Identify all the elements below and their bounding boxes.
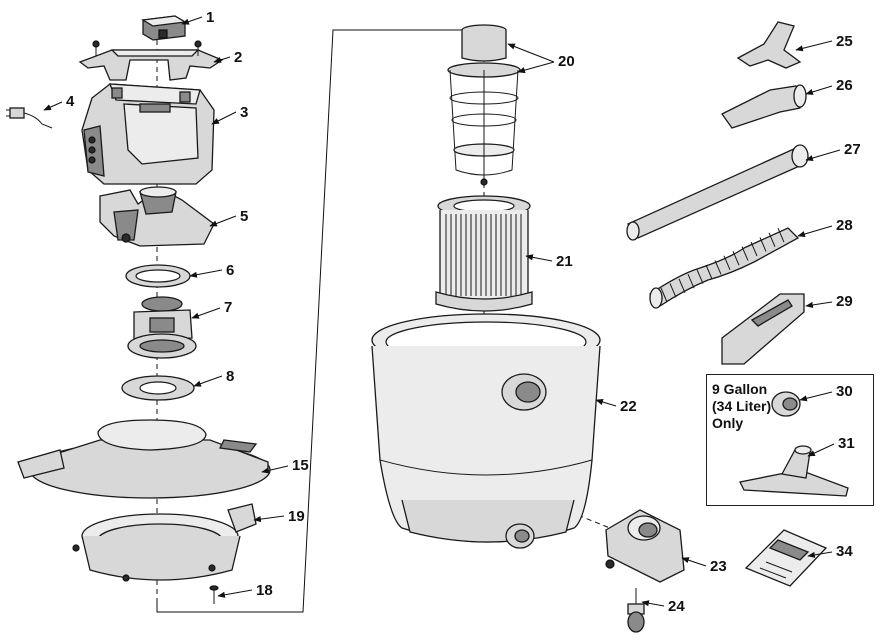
callout-label-5: 5 — [240, 208, 248, 225]
part-15-lid — [17, 419, 271, 499]
note-line-2: (34 Liter) — [712, 398, 772, 414]
callout-label-19: 19 — [288, 508, 305, 525]
part-19-filter-frame — [72, 503, 257, 582]
callout-label-2: 2 — [234, 49, 242, 66]
nine-gallon-only-box: 9 Gallon (34 Liter) Only — [706, 374, 874, 506]
part-5-motor-cover — [99, 186, 215, 247]
part-34-manual — [744, 529, 828, 587]
part-29-utility-nozzle — [721, 293, 805, 365]
part-3-motor-housing — [81, 83, 215, 185]
hose-rib — [777, 228, 785, 243]
hose-rib — [669, 283, 677, 298]
hose-rib — [732, 251, 740, 266]
filter-pleats — [445, 214, 522, 296]
callout-label-34: 34 — [836, 543, 853, 560]
part-20-float-cage — [447, 24, 521, 186]
callout-leader-5 — [209, 215, 237, 227]
callout-leader-30 — [799, 391, 833, 402]
callout-label-22: 22 — [620, 398, 637, 415]
part-31-floor-nozzle — [739, 445, 849, 497]
callout-leader-6 — [189, 269, 223, 278]
part-1-switch — [141, 15, 187, 41]
callout-leader-20b — [517, 61, 555, 74]
callout-leader-7 — [191, 307, 221, 319]
callout-leader-4 — [43, 101, 63, 111]
callout-label-20: 20 — [558, 53, 575, 70]
note-line-1: 9 Gallon — [712, 381, 768, 397]
callout-label-21: 21 — [556, 253, 573, 270]
callout-label-24: 24 — [668, 598, 685, 615]
callout-leader-28 — [797, 225, 833, 237]
hose-rib — [768, 232, 776, 247]
part-4-power-cord — [6, 107, 53, 129]
callout-label-6: 6 — [226, 262, 234, 279]
callout-label-26: 26 — [836, 77, 853, 94]
part-7-motor — [127, 296, 197, 359]
part-18-screw — [209, 585, 219, 604]
hose-rib — [687, 274, 695, 289]
callout-label-29: 29 — [836, 293, 853, 310]
hose-rib — [741, 246, 749, 261]
callout-leader-31 — [807, 443, 835, 457]
callout-leader-24 — [641, 600, 665, 607]
callout-leader-18 — [217, 589, 253, 598]
callout-leader-25 — [795, 40, 833, 52]
callout-leader-27 — [805, 149, 841, 161]
callout-leader-8 — [193, 375, 223, 387]
callout-leader-21 — [525, 254, 553, 262]
callout-label-18: 18 — [256, 582, 273, 599]
hose-rib — [759, 237, 767, 252]
callout-label-30: 30 — [836, 383, 853, 400]
callout-label-31: 31 — [838, 435, 855, 452]
hose-rib — [714, 260, 722, 275]
part-2-handle — [78, 40, 224, 81]
callout-label-28: 28 — [836, 217, 853, 234]
callout-leader-23 — [681, 557, 707, 567]
callout-label-27: 27 — [844, 141, 861, 158]
part-24-caster-wheel — [627, 588, 645, 633]
part-23-caster-foot — [605, 509, 685, 583]
callout-label-1: 1 — [206, 9, 214, 26]
part-6-gasket — [125, 264, 191, 288]
note-line-3: Only — [712, 415, 744, 431]
hose-rib — [678, 278, 686, 293]
nine-gallon-note: 9 Gallon (34 Liter) Only — [712, 381, 771, 432]
callout-leader-3 — [211, 111, 237, 125]
hose-rib — [660, 287, 668, 303]
callout-label-15: 15 — [292, 457, 309, 474]
assembly-bracket — [156, 29, 490, 613]
callout-leader-15 — [261, 465, 289, 474]
callout-leader-29 — [805, 301, 833, 308]
part-21-cartridge-filter — [435, 195, 533, 312]
callout-leader-20 — [507, 43, 555, 63]
callout-label-8: 8 — [226, 368, 234, 385]
callout-leader-22 — [595, 399, 617, 407]
part-8-seal-ring — [121, 375, 195, 401]
part-28-hose — [649, 227, 800, 309]
callout-label-7: 7 — [224, 299, 232, 316]
part-27-extension-wand — [626, 144, 809, 241]
hose-rib — [723, 255, 731, 270]
callout-label-25: 25 — [836, 33, 853, 50]
callout-leader-1 — [181, 16, 203, 25]
callout-leader-34 — [807, 551, 833, 558]
part-26-crevice-tool — [721, 84, 807, 129]
callout-leader-26 — [805, 85, 833, 95]
hose-rib — [750, 241, 758, 257]
hose-rib — [705, 264, 713, 280]
callout-label-23: 23 — [710, 558, 727, 575]
hose-rib — [696, 269, 704, 284]
part-22-tank — [371, 313, 601, 549]
callout-label-3: 3 — [240, 104, 248, 121]
callout-leader-2 — [213, 56, 231, 63]
part-30-adapter — [771, 391, 801, 417]
callout-label-4: 4 — [66, 93, 75, 110]
callout-leader-19 — [253, 515, 285, 523]
hose-ribs — [660, 228, 785, 303]
part-25-claw-nozzle — [736, 21, 802, 69]
